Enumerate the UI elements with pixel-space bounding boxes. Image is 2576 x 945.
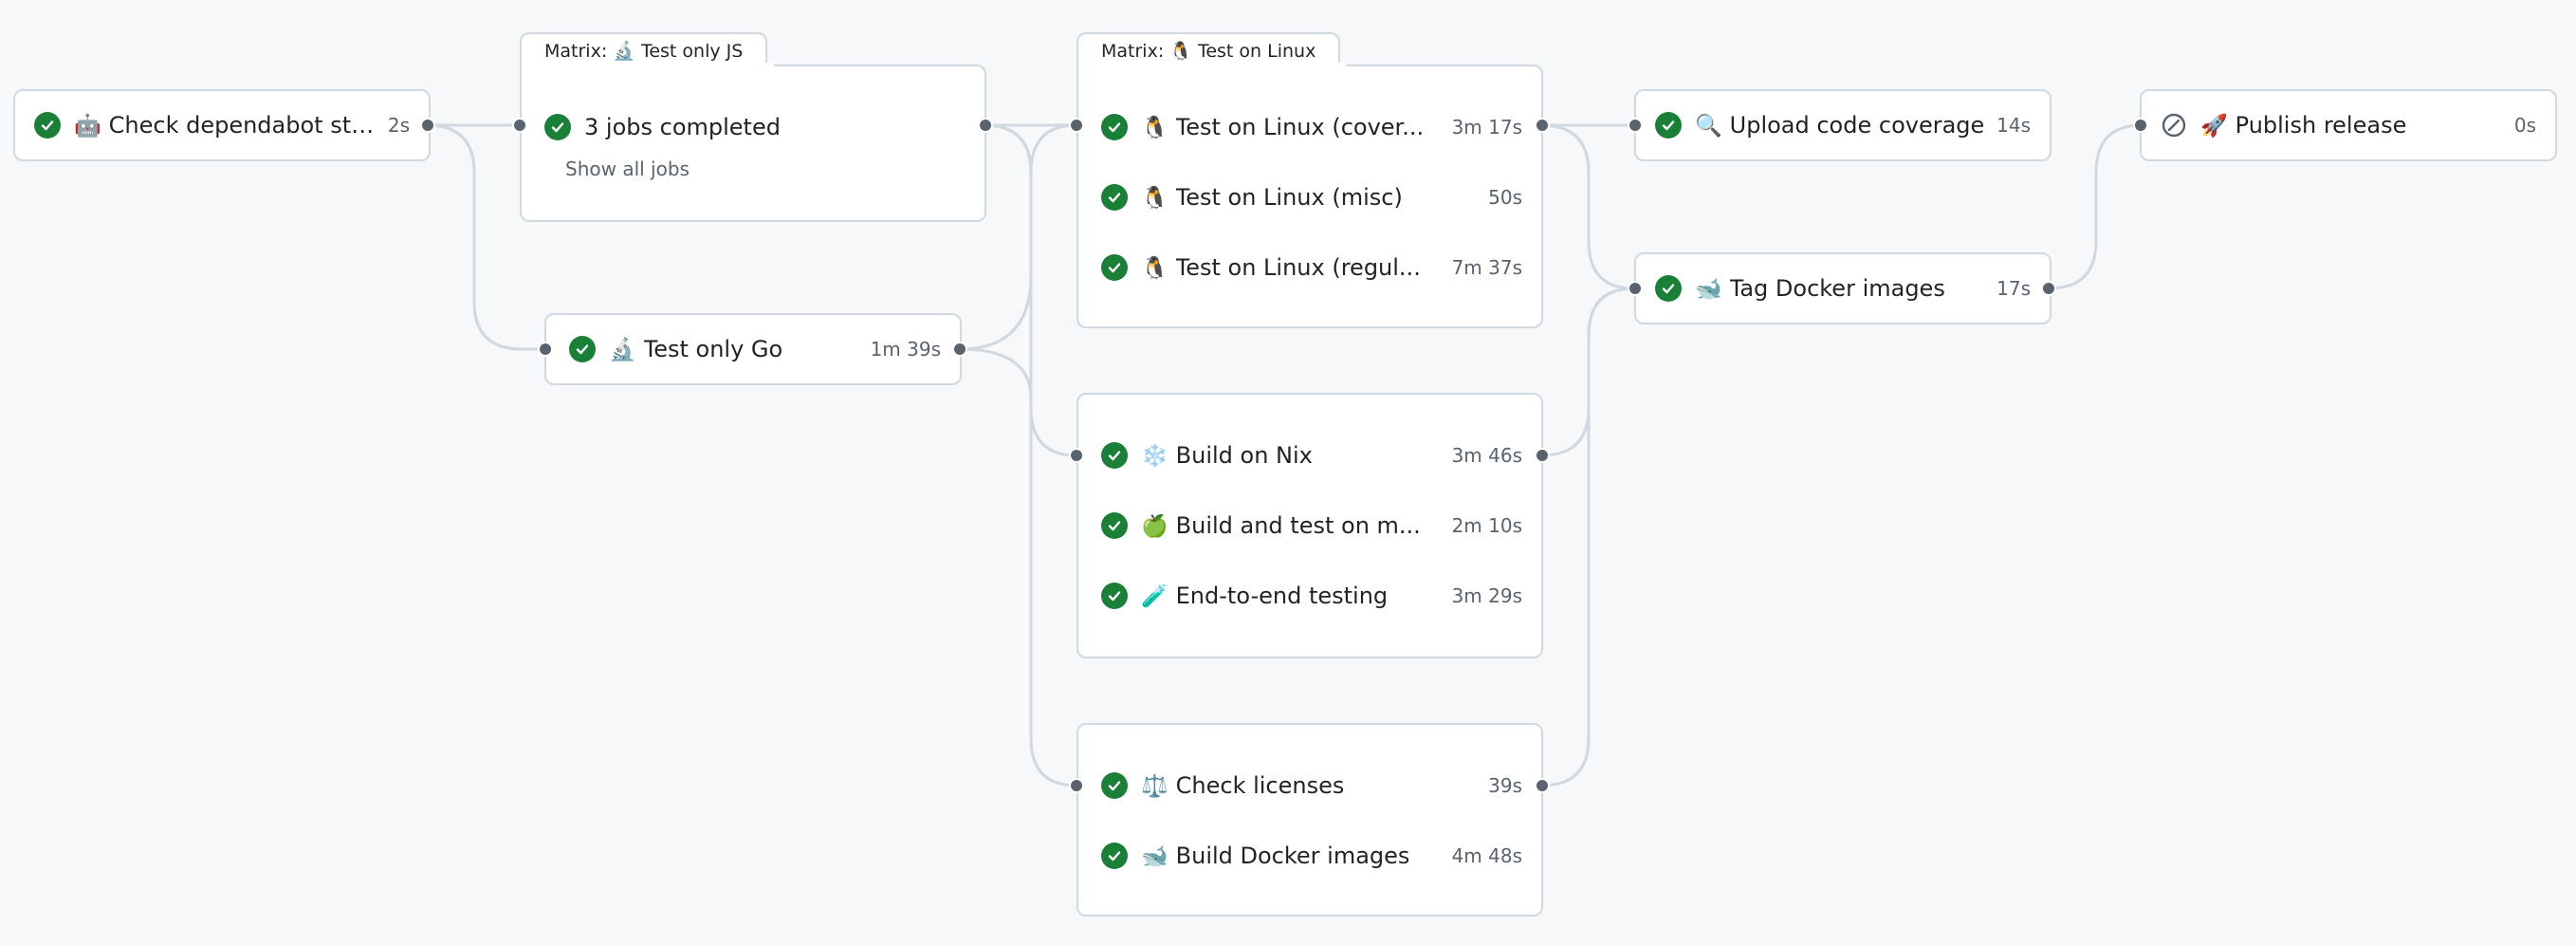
job-duration: 2s <box>387 114 410 137</box>
connector-go-linux <box>959 123 1077 351</box>
matrix-tab-test-on-linux: Matrix: 🐧 Test on Linux <box>1076 32 1341 68</box>
whale-icon: 🐋 <box>1695 276 1722 302</box>
rocket-icon: 🚀 <box>2200 113 2228 139</box>
job-name: Check licenses <box>1175 772 1345 799</box>
job-name: Test on Linux (regul... <box>1175 254 1421 281</box>
success-check-icon <box>34 112 61 139</box>
port-tag-in <box>1628 281 1643 296</box>
success-check-icon <box>1101 843 1128 869</box>
success-check-icon <box>1101 583 1128 609</box>
connector-tag-publish <box>2048 123 2143 290</box>
job-name: Upload code coverage <box>1729 112 1985 139</box>
connector-linux-tag <box>1540 123 1635 290</box>
job-card-publish-release[interactable]: 🚀 Publish release 0s <box>2140 89 2557 161</box>
job-duration: 3m 17s <box>1451 116 1522 139</box>
tab-join <box>1078 63 1346 68</box>
job-duration: 17s <box>1996 277 2031 300</box>
connector-go-down <box>959 347 1033 399</box>
test-tube-icon: 🧪 <box>1141 584 1168 609</box>
matrix-card-test-on-linux[interactable]: 🐧 Test on Linux (cover... 3m 17s 🐧 Test … <box>1076 65 1543 328</box>
job-card-dependabot[interactable]: 🤖 Check dependabot status 2s <box>13 89 431 161</box>
port-checks-in <box>1069 778 1084 793</box>
job-name: Test on Linux (cover... <box>1175 114 1425 140</box>
success-check-icon <box>1101 254 1128 281</box>
connector-licenses-tag <box>1540 287 1635 788</box>
port-go-out <box>952 342 967 357</box>
port-build-out <box>1535 448 1550 463</box>
job-group-checks: ⚖️ Check licenses 39s 🐋 Build Docker ima… <box>1076 723 1543 917</box>
snowflake-icon: ❄️ <box>1141 443 1168 469</box>
job-name: Build Docker images <box>1175 843 1410 869</box>
job-row-macos[interactable]: 🍏 Build and test on m... 2m 10s <box>1078 502 1541 549</box>
job-name: Tag Docker images <box>1729 275 1945 302</box>
penguin-icon: 🐧 <box>1141 255 1168 281</box>
job-duration: 3m 29s <box>1451 584 1522 607</box>
job-duration: 4m 48s <box>1451 844 1522 867</box>
tab-join <box>522 63 774 68</box>
job-row-e2e[interactable]: 🧪 End-to-end testing 3m 29s <box>1078 572 1541 620</box>
job-name: Build on Nix <box>1175 442 1313 469</box>
job-name: Test on Linux (misc) <box>1175 184 1403 211</box>
connector-dependabot-go <box>426 123 545 351</box>
success-check-icon <box>569 336 596 362</box>
penguin-icon: 🐧 <box>1141 115 1168 140</box>
success-check-icon <box>1101 442 1128 469</box>
job-duration: 39s <box>1488 774 1522 797</box>
job-name: Publish release <box>2235 112 2407 139</box>
connector-js-licenses <box>984 123 1077 788</box>
job-group-build: ❄️ Build on Nix 3m 46s 🍏 Build and test … <box>1076 393 1543 658</box>
port-coverage-in <box>1628 118 1643 133</box>
job-row-nix[interactable]: ❄️ Build on Nix 3m 46s <box>1078 432 1541 479</box>
job-name: End-to-end testing <box>1175 583 1389 609</box>
scales-icon: ⚖️ <box>1141 773 1168 799</box>
matrix-card-test-only-js[interactable]: 3 jobs completed Show all jobs <box>520 65 986 222</box>
magnifier-icon: 🔍 <box>1695 113 1722 139</box>
job-duration: 14s <box>1996 114 2031 137</box>
port-linux-in <box>1069 118 1084 133</box>
port-dependabot-out <box>420 118 435 133</box>
job-duration: 50s <box>1488 186 1522 209</box>
job-row-linux-regular[interactable]: 🐧 Test on Linux (regul... 7m 37s <box>1078 244 1541 291</box>
matrix-tab-test-only-js: Matrix: 🔬 Test only JS <box>520 32 768 68</box>
success-check-icon <box>1101 772 1128 799</box>
job-card-upload-coverage[interactable]: 🔍 Upload code coverage 14s <box>1634 89 2052 161</box>
job-duration: 0s <box>2513 114 2536 137</box>
job-duration: 1m 39s <box>870 338 941 361</box>
job-name: Build and test on m... <box>1175 512 1421 539</box>
port-js-in <box>512 118 527 133</box>
show-all-jobs-link[interactable]: Show all jobs <box>565 158 690 180</box>
job-name: Check dependabot status <box>108 112 378 139</box>
port-publish-in <box>2133 118 2148 133</box>
port-tag-out <box>2041 281 2056 296</box>
job-card-test-only-go[interactable]: 🔬 Test only Go 1m 39s <box>544 313 962 385</box>
job-name: Test only Go <box>643 336 783 362</box>
matrix-summary: 3 jobs completed <box>584 114 781 140</box>
port-build-in <box>1069 448 1084 463</box>
success-check-icon <box>1101 114 1128 140</box>
job-duration: 3m 46s <box>1451 444 1522 467</box>
port-linux-out <box>1535 118 1550 133</box>
success-check-icon <box>1101 184 1128 211</box>
success-check-icon <box>1101 512 1128 539</box>
port-js-out <box>978 118 993 133</box>
job-row-build-docker[interactable]: 🐋 Build Docker images 4m 48s <box>1078 832 1541 880</box>
job-row-linux-misc[interactable]: 🐧 Test on Linux (misc) 50s <box>1078 174 1541 221</box>
success-check-icon <box>1655 275 1682 302</box>
job-duration: 2m 10s <box>1451 514 1522 537</box>
microscope-icon: 🔬 <box>609 337 636 362</box>
whale-icon: 🐋 <box>1141 843 1168 869</box>
apple-icon: 🍏 <box>1141 513 1168 539</box>
port-go-in <box>538 342 553 357</box>
port-checks-out <box>1535 778 1550 793</box>
success-check-icon <box>544 114 571 140</box>
job-duration: 7m 37s <box>1451 256 1522 279</box>
robot-icon: 🤖 <box>74 113 101 139</box>
success-check-icon <box>1655 112 1682 139</box>
job-row-linux-coverage[interactable]: 🐧 Test on Linux (cover... 3m 17s <box>1078 103 1541 151</box>
job-row-licenses[interactable]: ⚖️ Check licenses 39s <box>1078 762 1541 809</box>
job-card-tag-docker[interactable]: 🐋 Tag Docker images 17s <box>1634 252 2052 324</box>
penguin-icon: 🐧 <box>1141 185 1168 211</box>
skipped-icon <box>2161 112 2187 139</box>
